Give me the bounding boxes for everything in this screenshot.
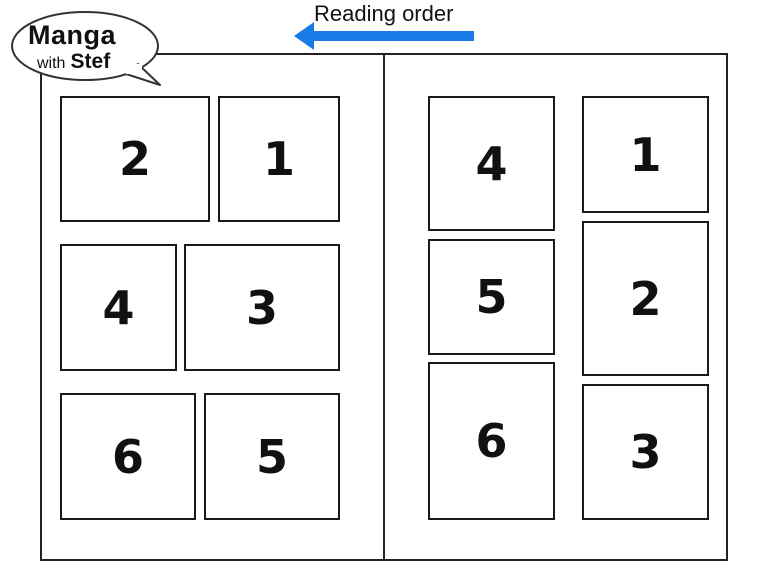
- reading-order-title: Reading order: [314, 1, 454, 26]
- speech-bubble-icon: [11, 11, 161, 86]
- panel-number: 1: [629, 127, 662, 182]
- panel-number: 5: [255, 429, 288, 484]
- panel-number: 1: [262, 132, 295, 186]
- panel-number: 5: [475, 270, 508, 324]
- panel-number: 6: [475, 414, 508, 468]
- right-panel-3: 3: [582, 384, 709, 520]
- panel-number: 6: [111, 429, 144, 484]
- panel-number: 3: [245, 280, 278, 335]
- left-panel-2: 2: [60, 96, 210, 222]
- logo-title: Manga: [28, 20, 117, 50]
- right-panel-6: 6: [428, 362, 555, 520]
- panel-number: 3: [629, 425, 662, 479]
- left-panel-1: 1: [218, 96, 340, 222]
- right-panel-2: 2: [582, 221, 709, 376]
- logo-name: Stef: [70, 50, 111, 73]
- panel-number: 4: [475, 136, 508, 191]
- page-gutter: [383, 53, 385, 561]
- left-panel-4: 4: [60, 244, 177, 371]
- logo-with-text: with: [37, 55, 66, 72]
- left-panel-6: 6: [60, 393, 196, 520]
- left-panel-5: 5: [204, 393, 340, 520]
- right-panel-5: 5: [428, 239, 555, 355]
- logo-subtitle: with Stef: [37, 50, 110, 74]
- panel-number: 4: [102, 280, 135, 335]
- arrow-left-icon: [294, 22, 474, 50]
- panel-number: 2: [629, 271, 662, 326]
- right-panel-1: 1: [582, 96, 709, 213]
- left-panel-3: 3: [184, 244, 340, 371]
- right-panel-4: 4: [428, 96, 555, 231]
- panel-number: 2: [118, 132, 151, 186]
